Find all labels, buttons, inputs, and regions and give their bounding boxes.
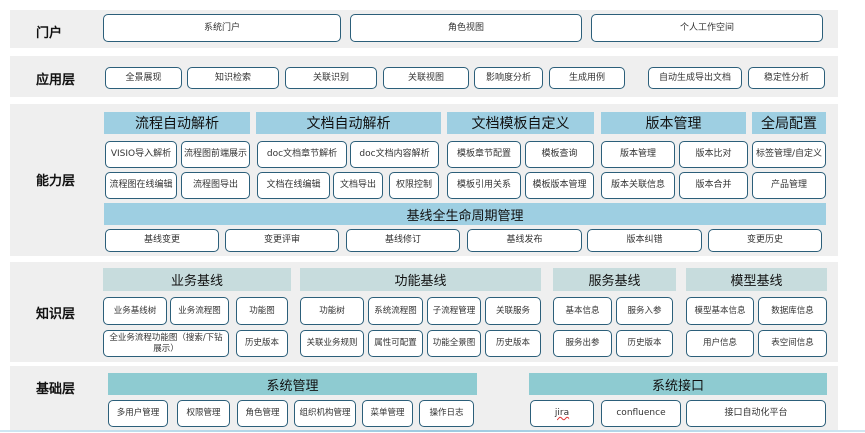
item-box[interactable]: 产品管理 xyxy=(752,172,826,199)
item-box[interactable]: 基线修订 xyxy=(346,229,460,252)
item-box[interactable]: 基线变更 xyxy=(105,229,219,252)
application-label: 应用层 xyxy=(36,73,76,88)
group-header: 流程自动解析 xyxy=(104,112,250,134)
item-box[interactable]: 流程图导出 xyxy=(181,172,250,199)
item-box[interactable]: 组织机构管理 xyxy=(294,400,356,427)
capability-label: 能力层 xyxy=(36,174,76,189)
item-box[interactable]: 系统流程图 xyxy=(368,297,423,325)
item-box[interactable]: 关联视图 xyxy=(383,67,469,89)
group-header: 文档模板自定义 xyxy=(447,112,594,134)
lifecycle-header: 基线全生命周期管理 xyxy=(104,203,826,225)
item-box[interactable]: 文档在线编辑 xyxy=(257,172,330,199)
item-box[interactable]: 权限管理 xyxy=(177,400,230,427)
item-box[interactable]: doc文档内容解析 xyxy=(350,141,439,168)
item-box[interactable]: doc文档章节解析 xyxy=(257,141,347,168)
item-box[interactable]: 历史版本 xyxy=(236,330,288,357)
item-box[interactable]: 服务入参 xyxy=(616,297,673,325)
item-box[interactable]: 模板章节配置 xyxy=(447,141,521,168)
item-box[interactable]: 历史版本 xyxy=(616,330,673,357)
group-header: 功能基线 xyxy=(300,268,541,291)
item-box[interactable]: 版本纠错 xyxy=(587,229,702,252)
item-box[interactable]: 基线发布 xyxy=(467,229,582,252)
item-box[interactable]: 变更历史 xyxy=(708,229,822,252)
item-box[interactable]: 关联识别 xyxy=(285,67,377,89)
group-header: 全局配置 xyxy=(752,112,826,134)
item-box[interactable]: 功能图 xyxy=(236,297,288,325)
item-box[interactable]: 版本合并 xyxy=(679,172,748,199)
item-box[interactable]: 数据库信息 xyxy=(758,297,827,325)
item-box[interactable]: 服务出参 xyxy=(553,330,612,357)
item-box[interactable]: 功能树 xyxy=(300,297,364,325)
item-box[interactable]: 接口自动化平台 xyxy=(686,400,826,427)
item-box[interactable]: 文档导出 xyxy=(333,172,383,199)
item-box[interactable]: 版本关联信息 xyxy=(601,172,675,199)
item-box[interactable]: jira xyxy=(530,400,594,427)
item-box[interactable]: 全景展现 xyxy=(105,67,182,89)
item-box[interactable]: 子流程管理 xyxy=(427,297,481,325)
item-box[interactable]: 流程图在线编辑 xyxy=(105,172,177,199)
item-box[interactable]: 历史版本 xyxy=(485,330,541,357)
foundation-label: 基础层 xyxy=(36,382,76,397)
item-box[interactable]: 版本比对 xyxy=(679,141,748,168)
item-box[interactable]: 属性可配置 xyxy=(368,330,423,357)
item-box[interactable]: 模板版本管理 xyxy=(525,172,594,199)
item-box[interactable]: 模板引用关系 xyxy=(447,172,521,199)
item-box[interactable]: 个人工作空间 xyxy=(591,14,823,42)
jira-label: jira xyxy=(554,408,570,418)
item-box[interactable]: 业务基线树 xyxy=(103,297,167,325)
item-box[interactable]: 权限控制 xyxy=(389,172,439,199)
group-header: 系统管理 xyxy=(108,373,477,395)
knowledge-label: 知识层 xyxy=(36,307,76,322)
item-box[interactable]: 变更评审 xyxy=(225,229,339,252)
item-box[interactable]: 全业务流程功能图（搜索/下钻展示） xyxy=(103,330,229,357)
item-box[interactable]: 角色管理 xyxy=(237,400,288,427)
group-header: 服务基线 xyxy=(553,268,676,291)
item-box[interactable]: 模板查询 xyxy=(525,141,594,168)
bottom-divider xyxy=(0,430,865,432)
group-header: 文档自动解析 xyxy=(256,112,441,134)
item-box[interactable]: 表空间信息 xyxy=(758,330,827,357)
item-box[interactable]: 基本信息 xyxy=(553,297,612,325)
item-box[interactable]: 关联服务 xyxy=(485,297,541,325)
portal-label: 门户 xyxy=(36,26,63,41)
item-box[interactable]: 知识检索 xyxy=(187,67,279,89)
item-box[interactable]: 版本管理 xyxy=(601,141,675,168)
item-box[interactable]: 操作日志 xyxy=(419,400,474,427)
item-box[interactable]: 自动生成导出文档 xyxy=(648,67,742,89)
item-box[interactable]: 稳定性分析 xyxy=(748,67,825,89)
item-box[interactable]: 系统门户 xyxy=(103,14,341,42)
item-box[interactable]: 菜单管理 xyxy=(362,400,413,427)
item-box[interactable]: 关联业务规则 xyxy=(300,330,364,357)
item-box[interactable]: 业务流程图 xyxy=(170,297,229,325)
item-box[interactable]: confluence xyxy=(601,400,681,427)
item-box[interactable]: 生成用例 xyxy=(549,67,625,89)
item-box[interactable]: 多用户管理 xyxy=(108,400,168,427)
group-header: 系统接口 xyxy=(529,373,827,395)
item-box[interactable]: VISIO导入解析 xyxy=(105,141,177,168)
item-box[interactable]: 标签管理/自定义 xyxy=(752,141,826,168)
group-header: 业务基线 xyxy=(103,268,291,291)
item-box[interactable]: 影响度分析 xyxy=(474,67,543,89)
item-box[interactable]: 流程图前端展示 xyxy=(181,141,250,168)
item-box[interactable]: 用户信息 xyxy=(686,330,754,357)
item-box[interactable]: 角色视图 xyxy=(350,14,582,42)
group-header: 版本管理 xyxy=(601,112,746,134)
item-box[interactable]: 模型基本信息 xyxy=(686,297,754,325)
group-header: 模型基线 xyxy=(686,268,827,291)
item-box[interactable]: 功能全景图 xyxy=(427,330,481,357)
